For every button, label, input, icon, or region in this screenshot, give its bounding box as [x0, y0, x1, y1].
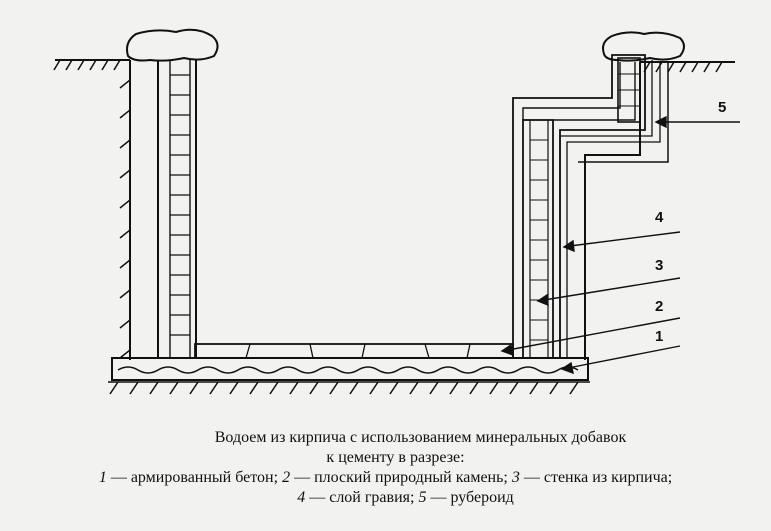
arrowhead-4: [562, 239, 575, 253]
arrowhead-2: [500, 343, 514, 357]
arrowhead-5: [654, 115, 667, 129]
leader-lines: [500, 115, 740, 375]
excavation-wall-left: [119, 60, 131, 360]
concrete-slab: [111, 357, 589, 381]
capstone-left: [126, 28, 219, 62]
leader-2: [507, 317, 681, 351]
arrowhead-3: [536, 293, 549, 307]
ground-surface-left: [53, 59, 130, 71]
arrowhead-1: [560, 361, 574, 375]
leader-4: [569, 231, 681, 247]
pond-cross-section-diagram: 5 4 3 2 1: [53, 28, 740, 395]
caption-title-line2: к цементу в разрезе:: [326, 449, 465, 466]
legend-text-3: — стенка из кирпича;: [519, 469, 673, 486]
brick-wall-left: [157, 54, 197, 359]
ground-below-slab: [108, 381, 590, 395]
leader-1: [567, 345, 681, 369]
legend-num-4: 4: [297, 489, 306, 506]
legend-num-1: 1: [98, 469, 107, 486]
legend-text-2: — плоский природный камень;: [290, 469, 512, 486]
legend-num-2: 2: [282, 469, 291, 486]
callout-4: 4: [655, 209, 664, 226]
callout-2: 2: [655, 298, 663, 315]
legend-text-1: — армированный бетон;: [106, 469, 283, 486]
legend-num-3: 3: [511, 469, 520, 486]
figure-caption: Водоем из кирпича с использованием минер…: [0, 428, 771, 508]
callout-3: 3: [655, 257, 663, 274]
caption-legend-line1: 1 — армированный бетон; 2 — плоский прир…: [0, 468, 771, 488]
callout-5: 5: [718, 99, 726, 116]
caption-title-line1: Водоем из кирпича с использованием минер…: [214, 429, 627, 446]
ground-surface-right: [640, 61, 735, 73]
callout-1: 1: [655, 328, 663, 345]
flat-stone-layer: [194, 343, 514, 359]
capstone-right: [602, 31, 685, 62]
caption-legend-line2: 4 — слой гравия; 5 — рубероид: [0, 488, 771, 508]
legend-text-5: — рубероид: [426, 489, 514, 506]
leader-3: [543, 277, 681, 301]
legend-text-4: — слой гравия;: [305, 489, 419, 506]
legend-num-5: 5: [418, 489, 427, 506]
brick-wall-right: [512, 54, 661, 359]
